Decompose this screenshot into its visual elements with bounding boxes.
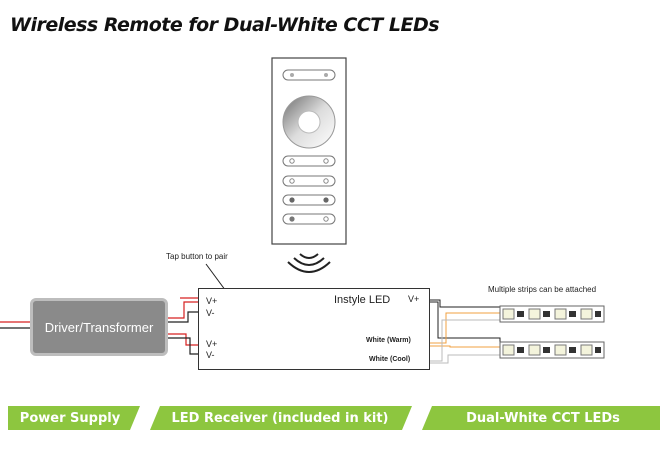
- receiver-brand: Instyle LED: [334, 294, 391, 306]
- remote-button-brightness: [282, 175, 336, 187]
- driver-label: Driver/Transformer: [44, 319, 154, 335]
- terminal-vminus-2: V-: [206, 350, 215, 360]
- driver-transformer-box: Driver/Transformer: [30, 298, 168, 356]
- wireless-remote: [271, 57, 347, 245]
- signal-waves-icon: [287, 253, 331, 273]
- banner-dual-white-leds: Dual-White CCT LEDs: [466, 410, 620, 426]
- terminal-vplus-1: V+: [206, 296, 218, 306]
- input-wires: [0, 297, 200, 355]
- multiple-strips-callout: Multiple strips can be attached: [488, 285, 597, 294]
- banner-power-supply: Power Supply: [19, 410, 121, 426]
- led-strip: [499, 305, 605, 323]
- led-strip: [499, 341, 605, 359]
- section-banners: [8, 406, 660, 430]
- tap-to-pair-callout: Tap button to pair: [166, 252, 228, 261]
- remote-button-on-off: [282, 155, 336, 167]
- diagram-title: Wireless Remote for Dual-White CCT LEDs: [10, 14, 440, 36]
- terminal-vminus-1: V-: [206, 308, 215, 318]
- terminal-out-vplus: V+: [408, 294, 420, 304]
- terminal-out-cool: White (Cool): [369, 356, 411, 363]
- banner-led-receiver: LED Receiver (included in kit): [171, 410, 389, 426]
- output-wires: [430, 299, 501, 364]
- remote-button-cct: [282, 213, 336, 225]
- terminal-vplus-2: V+: [206, 339, 218, 349]
- remote-top-button: [282, 69, 336, 81]
- terminal-out-warm: White (Warm): [366, 337, 411, 344]
- led-receiver-box: [198, 288, 430, 370]
- remote-button-scene: [282, 194, 336, 206]
